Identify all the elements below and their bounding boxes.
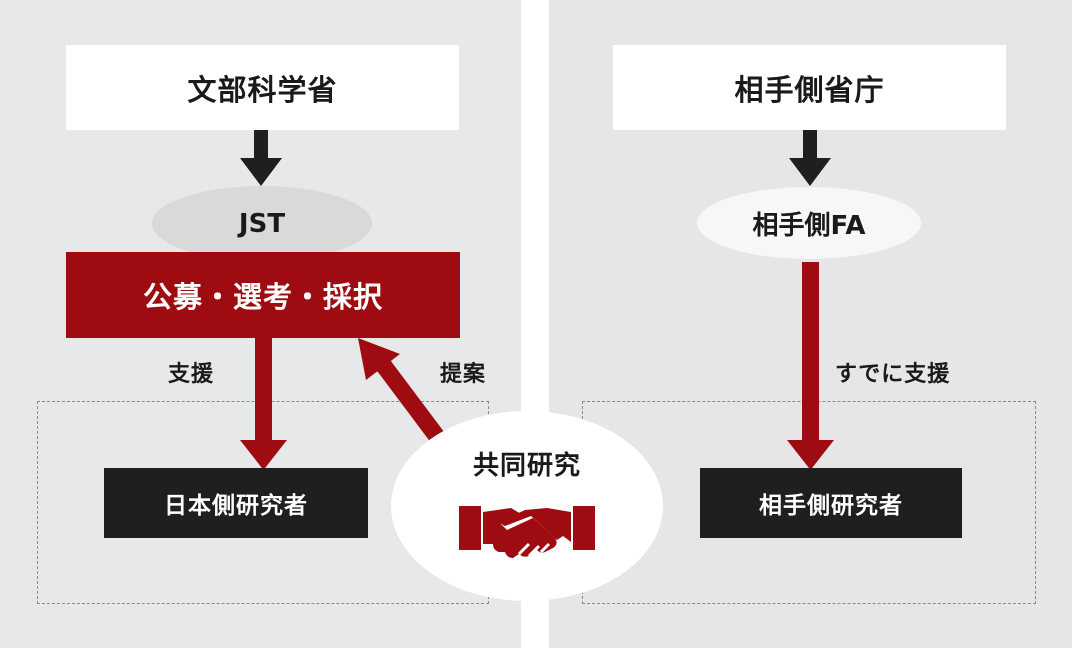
arrow-support-japan — [240, 338, 287, 470]
joint-research-label: 共同研究 — [472, 451, 581, 481]
arrow-support-partner — [787, 262, 834, 470]
process-label: 公募・選考・採択 — [142, 280, 383, 314]
researcher-box-partner: 相手側研究者 — [700, 468, 962, 538]
agency-ellipse-jst: JST — [152, 186, 372, 261]
arrow-mext-to-jst — [240, 130, 282, 186]
agency-label-partner: 相手側FA — [752, 210, 866, 241]
researcher-label-partner: 相手側研究者 — [759, 493, 903, 519]
support-label-partner: すでに支援 — [835, 362, 951, 387]
handshake-icon — [459, 506, 595, 558]
ministry-label-partner: 相手側省庁 — [734, 72, 885, 107]
researcher-label-japan: 日本側研究者 — [164, 493, 308, 519]
agency-ellipse-partner: 相手側FA — [697, 187, 921, 259]
researcher-box-japan: 日本側研究者 — [104, 468, 368, 538]
ministry-label-japan: 文部科学省 — [187, 72, 338, 107]
arrow-ministry-to-fa — [789, 130, 831, 186]
arrow-proposal — [358, 338, 445, 444]
process-box: 公募・選考・採択 — [66, 252, 460, 338]
ministry-box-partner: 相手側省庁 — [613, 45, 1006, 130]
proposal-label: 提案 — [440, 362, 487, 387]
joint-research-bubble: 共同研究 — [391, 411, 663, 601]
agency-label-jst: JST — [238, 208, 286, 239]
support-label-japan: 支援 — [168, 362, 215, 387]
ministry-box-japan: 文部科学省 — [66, 45, 459, 130]
